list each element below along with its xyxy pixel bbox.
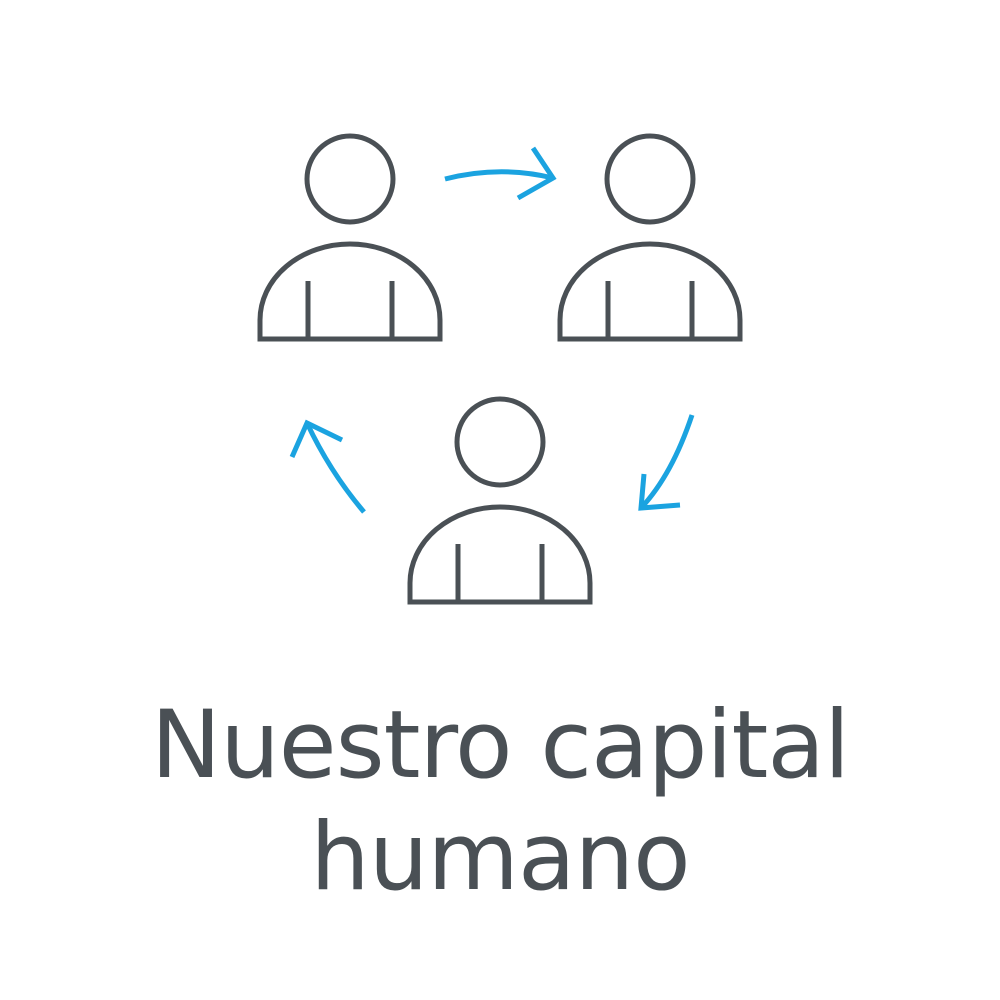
person-body <box>257 241 443 342</box>
person-icon-top-right <box>557 133 743 342</box>
arrow-shaft <box>444 169 554 182</box>
person-body <box>557 241 743 342</box>
caption-line-1: Nuestro capital <box>150 691 850 800</box>
arrow-down-left-icon <box>638 414 695 511</box>
human-capital-illustration <box>257 133 743 605</box>
arrow-up-left-icon <box>289 419 366 514</box>
person-head <box>454 396 546 488</box>
arrow-shaft <box>639 414 695 510</box>
person-icon-bottom-center <box>407 396 593 605</box>
caption-line-2: humano <box>310 803 690 912</box>
arrow-head <box>289 419 344 459</box>
caption-title: Nuestro capital humano <box>0 690 1000 914</box>
person-body <box>407 504 593 605</box>
arrow-head <box>516 146 557 201</box>
person-head <box>604 133 696 225</box>
arrow-right-icon <box>444 146 557 201</box>
arrow-head <box>638 473 681 511</box>
arrow-shaft <box>304 421 366 514</box>
person-icon-top-left <box>257 133 443 342</box>
person-head <box>304 133 396 225</box>
